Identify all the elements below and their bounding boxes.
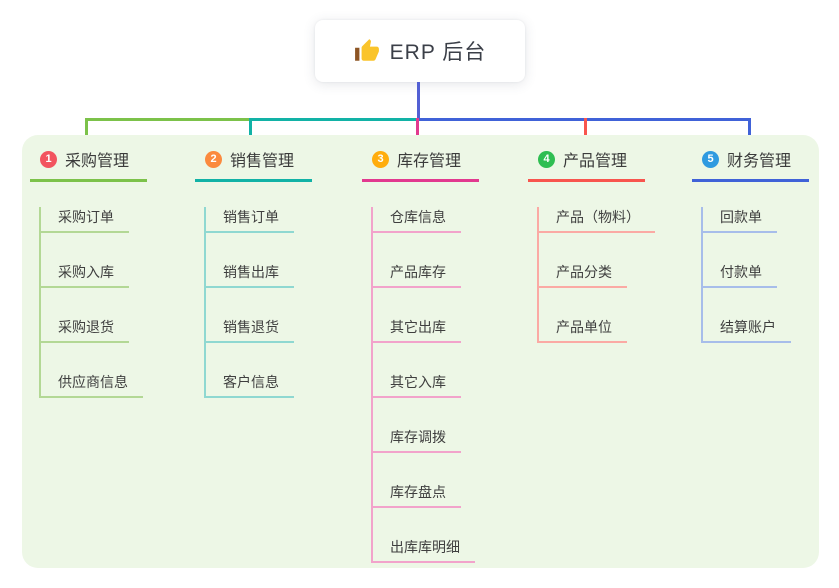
list-item: 付款单 [703,262,791,288]
list-item: 采购订单 [41,207,143,233]
branch-2: 2 销售管理销售订单销售出库销售退货客户信息 [195,145,312,398]
thumbs-up-icon [354,38,380,64]
branch-1-child-2[interactable]: 采购入库 [41,262,129,288]
branch-4-child-1[interactable]: 产品（物料） [539,207,655,233]
connector-drop-inventory [416,118,419,146]
list-item: 销售订单 [206,207,294,233]
branch-1-child-3[interactable]: 采购退货 [41,317,129,343]
root-node-label: ERP 后台 [389,41,487,64]
branch-1-children: 采购订单采购入库采购退货供应商信息 [39,207,143,398]
branch-3-child-6[interactable]: 库存盘点 [373,482,461,508]
branch-3-title[interactable]: 3 库存管理 [362,145,479,182]
branch-5: 5 财务管理回款单付款单结算账户 [692,145,809,343]
branch-3-child-3[interactable]: 其它出库 [373,317,461,343]
branch-5-children: 回款单付款单结算账户 [701,207,791,343]
list-item: 库存调拨 [373,427,475,453]
list-item: 产品库存 [373,262,475,288]
branch-2-number-badge: 2 [205,150,222,168]
list-item: 结算账户 [703,317,791,343]
branch-5-title-label: 财务管理 [727,153,792,170]
list-item: 产品单位 [539,317,655,343]
list-item: 仓库信息 [373,207,475,233]
branch-1-child-4[interactable]: 供应商信息 [41,372,143,398]
branch-4-title-label: 产品管理 [563,153,628,170]
branch-2-children: 销售订单销售出库销售退货客户信息 [204,207,294,398]
list-item: 产品（物料） [539,207,655,233]
connector-drop-product [584,118,587,146]
branch-2-child-2[interactable]: 销售出库 [206,262,294,288]
connector-drop-sales [249,118,252,146]
list-item: 产品分类 [539,262,655,288]
list-item: 客户信息 [206,372,294,398]
list-item: 销售出库 [206,262,294,288]
branch-1-number-badge: 1 [40,150,57,168]
connector-root-line [417,82,420,119]
branch-4-children: 产品（物料） 产品分类产品单位 [537,207,655,343]
branch-4-number-badge: 4 [538,150,555,168]
branches-panel: 1 采购管理采购订单采购入库采购退货供应商信息 2 销售管理销售订单销售出库销售退货客… [22,135,819,568]
branch-4-title[interactable]: 4 产品管理 [528,145,645,182]
list-item: 其它出库 [373,317,475,343]
branch-5-child-1[interactable]: 回款单 [703,207,777,233]
branch-5-number-badge: 5 [702,150,719,168]
connector-drop-purchase [85,118,88,146]
list-item: 其它入库 [373,372,475,398]
list-item: 销售退货 [206,317,294,343]
branch-3-child-7[interactable]: 出库库明细 [373,537,475,563]
list-item: 采购退货 [41,317,143,343]
branch-2-child-1[interactable]: 销售订单 [206,207,294,233]
branch-5-child-2[interactable]: 付款单 [703,262,777,288]
branch-3-child-5[interactable]: 库存调拨 [373,427,461,453]
branch-4-child-2[interactable]: 产品分类 [539,262,627,288]
connector-bus-green [85,118,252,121]
list-item: 出库库明细 [373,537,475,563]
branch-1: 1 采购管理采购订单采购入库采购退货供应商信息 [30,145,147,398]
branch-3-title-label: 库存管理 [397,153,462,170]
list-item: 库存盘点 [373,482,475,508]
branch-1-title[interactable]: 1 采购管理 [30,145,147,182]
list-item: 供应商信息 [41,372,143,398]
branch-3: 3 库存管理仓库信息产品库存其它出库其它入库库存调拨库存盘点出库库明细 [362,145,479,563]
branch-2-title-label: 销售管理 [230,153,295,170]
branch-3-child-2[interactable]: 产品库存 [373,262,461,288]
branch-5-child-3[interactable]: 结算账户 [703,317,791,343]
root-node[interactable]: ERP 后台 [315,20,525,82]
branch-2-child-3[interactable]: 销售退货 [206,317,294,343]
connector-bus-teal [250,118,419,121]
branch-3-children: 仓库信息产品库存其它出库其它入库库存调拨库存盘点出库库明细 [371,207,475,563]
branch-1-title-label: 采购管理 [65,153,130,170]
branch-3-child-1[interactable]: 仓库信息 [373,207,461,233]
list-item: 采购入库 [41,262,143,288]
branch-1-child-1[interactable]: 采购订单 [41,207,129,233]
branch-3-number-badge: 3 [372,150,389,168]
branch-4: 4 产品管理产品（物料） 产品分类产品单位 [528,145,655,343]
branch-3-child-4[interactable]: 其它入库 [373,372,461,398]
branch-2-title[interactable]: 2 销售管理 [195,145,312,182]
branch-2-child-4[interactable]: 客户信息 [206,372,294,398]
connector-drop-finance [748,118,751,146]
list-item: 回款单 [703,207,791,233]
branch-5-title[interactable]: 5 财务管理 [692,145,809,182]
branch-4-child-3[interactable]: 产品单位 [539,317,627,343]
